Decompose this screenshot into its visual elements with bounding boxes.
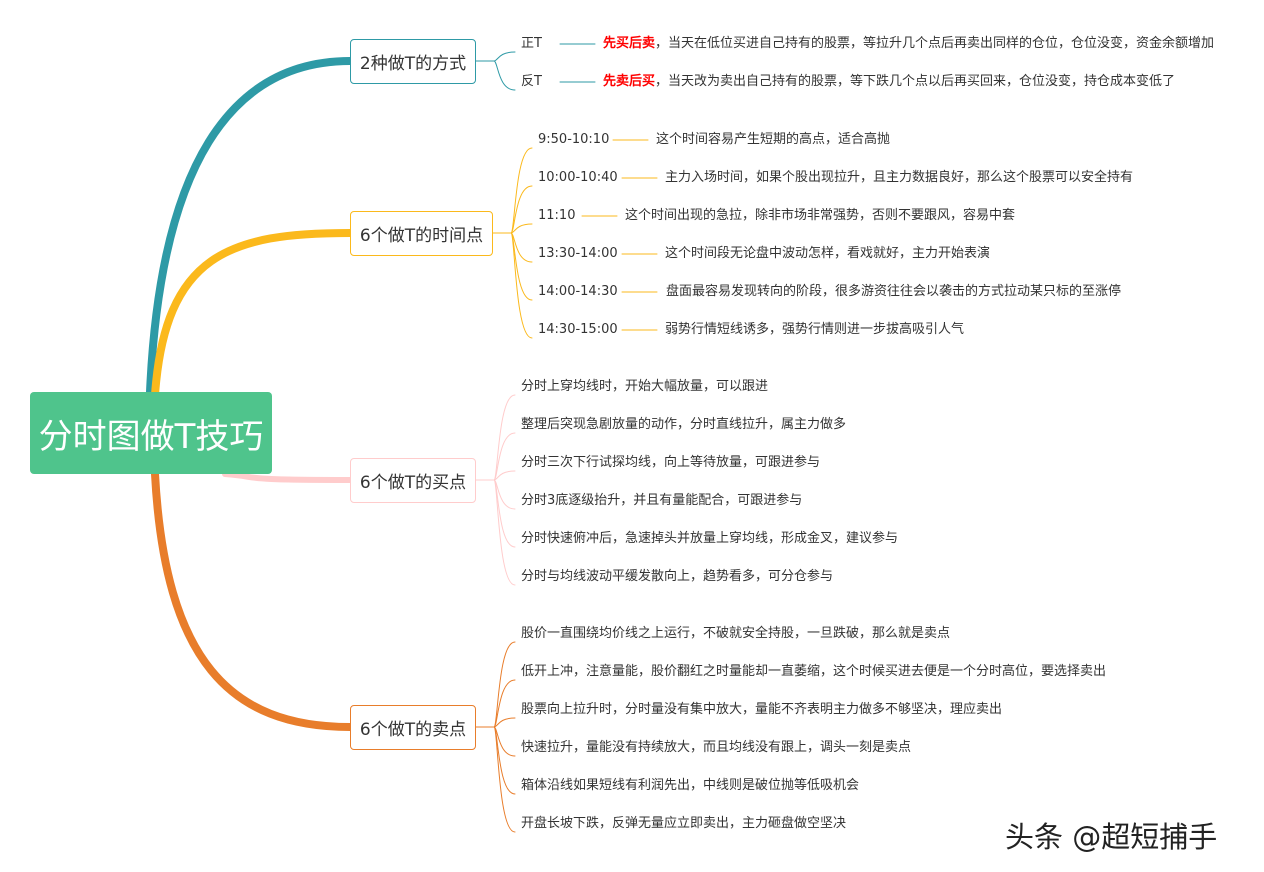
description-text: 这个时间段无论盘中波动怎样，看戏就好，主力开始表演: [665, 246, 991, 261]
branch-node-0[interactable]: 2种做T的方式: [350, 39, 476, 84]
leaf-connector: [475, 641, 516, 728]
leaf-item: 正T: [521, 36, 542, 52]
leaf-connector: [492, 147, 533, 234]
leaf-item: 快速拉升，量能没有持续放大，而且均线没有跟上，调头一刻是卖点: [521, 740, 912, 755]
leaf-description: 先卖后买，当天改为卖出自己持有的股票，等下跌几个点以后再买回来，仓位没变，持仓成…: [603, 74, 1175, 90]
leaf-item: 分时快速俯冲后，急速掉头并放量上穿均线，形成金叉，建议参与: [521, 531, 899, 546]
branch-line-3: [151, 470, 354, 731]
leaf-item: 整理后突现急剧放量的动作，分时直线拉升，属主力做多: [521, 417, 847, 432]
leaf-key: 14:30-15:00: [538, 322, 618, 337]
leaf-key: 10:00-10:40: [538, 170, 618, 185]
leaf-item: 分时三次下行试探均线，向上等待放量，可跟进参与: [521, 455, 821, 470]
leaf-key: 正T: [521, 36, 542, 51]
leaf-description: 这个时间段无论盘中波动怎样，看戏就好，主力开始表演: [665, 246, 990, 262]
leaf-connector: [475, 479, 516, 586]
description-text: 这个时间出现的急拉，除非市场非常强势，否则不要跟风，容易中套: [625, 208, 1016, 223]
watermark: 头条 @超短捕手: [1005, 820, 1218, 854]
leaf-connector: [475, 60, 516, 91]
highlight-text: 先买后卖: [603, 36, 656, 51]
leaf-item: 反T: [521, 74, 542, 90]
leaf-key: 11:10: [538, 208, 576, 223]
leaf-item: 分时上穿均线时，开始大幅放量，可以跟进: [521, 379, 769, 394]
leaf-connector: [475, 51, 516, 62]
description-text: ，当天在低位买进自己持有的股票，等拉升几个点后再卖出同样的仓位，仓位没变，资金余…: [655, 36, 1215, 51]
description-text: 主力入场时间，如果个股出现拉升，且主力数据良好，那么这个股票可以安全持有: [665, 170, 1134, 185]
leaf-description: 盘面最容易发现转向的阶段，很多游资往往会以袭击的方式拉动某只标的至涨停: [666, 284, 1121, 300]
leaf-key: 14:00-14:30: [538, 284, 618, 299]
leaf-description: 先买后卖，当天在低位买进自己持有的股票，等拉升几个点后再卖出同样的仓位，仓位没变…: [603, 36, 1214, 52]
highlight-text: 先卖后买: [603, 74, 656, 89]
leaf-item: 14:30-15:00: [538, 322, 618, 338]
branch-node-3[interactable]: 6个做T的卖点: [350, 705, 476, 750]
leaf-item: 箱体沿线如果短线有利润先出，中线则是破位抛等低吸机会: [521, 778, 860, 793]
leaf-description: 这个时间出现的急拉，除非市场非常强势，否则不要跟风，容易中套: [625, 208, 1015, 224]
leaf-key: 13:30-14:00: [538, 246, 618, 261]
leaf-item: 股票向上拉升时，分时量没有集中放大，量能不齐表明主力做多不够坚决，理应卖出: [521, 702, 1003, 717]
leaf-item: 10:00-10:40: [538, 170, 618, 186]
leaf-item: 11:10: [538, 208, 575, 224]
leaf-item: 分时与均线波动平缓发散向上，趋势看多，可分仓参与: [521, 569, 834, 584]
leaf-key: 9:50-10:10: [538, 132, 610, 147]
leaf-description: 主力入场时间，如果个股出现拉升，且主力数据良好，那么这个股票可以安全持有: [665, 170, 1133, 186]
leaf-description: 弱势行情短线诱多，强势行情则进一步拔高吸引人气: [665, 322, 964, 338]
branch-line-2: [222, 471, 353, 483]
branch-node-2[interactable]: 6个做T的买点: [350, 458, 476, 503]
leaf-item: 14:00-14:30: [538, 284, 618, 300]
leaf-key: 反T: [521, 74, 542, 89]
branch-node-1[interactable]: 6个做T的时间点: [350, 211, 493, 256]
leaf-connector: [492, 232, 533, 339]
description-text: 盘面最容易发现转向的阶段，很多游资往往会以袭击的方式拉动某只标的至涨停: [666, 284, 1122, 299]
leaf-item: 开盘长坡下跌，反弹无量应立即卖出，主力砸盘做空坚决: [521, 816, 847, 831]
description-text: 这个时间容易产生短期的高点，适合高抛: [656, 132, 891, 147]
leaf-description: 这个时间容易产生短期的高点，适合高抛: [656, 132, 890, 148]
leaf-item: 股价一直围绕均价线之上运行，不破就安全持股，一旦跌破，那么就是卖点: [521, 626, 951, 641]
leaf-item: 低开上冲，注意量能，股价翻红之时量能却一直萎缩，这个时候买进去便是一个分时高位，…: [521, 664, 1107, 679]
description-text: 弱势行情短线诱多，强势行情则进一步拔高吸引人气: [665, 322, 965, 337]
root-node[interactable]: 分时图做T技巧: [30, 392, 272, 474]
branch-line-1: [151, 229, 354, 399]
leaf-item: 9:50-10:10: [538, 132, 609, 148]
description-text: ，当天改为卖出自己持有的股票，等下跌几个点以后再买回来，仓位没变，持仓成本变低了: [655, 74, 1176, 89]
branch-line-0: [146, 57, 354, 396]
leaf-item: 13:30-14:00: [538, 246, 618, 262]
leaf-connector: [475, 726, 516, 833]
leaf-item: 分时3底逐级抬升，并且有量能配合，可跟进参与: [521, 493, 803, 508]
leaf-connector: [475, 394, 516, 481]
